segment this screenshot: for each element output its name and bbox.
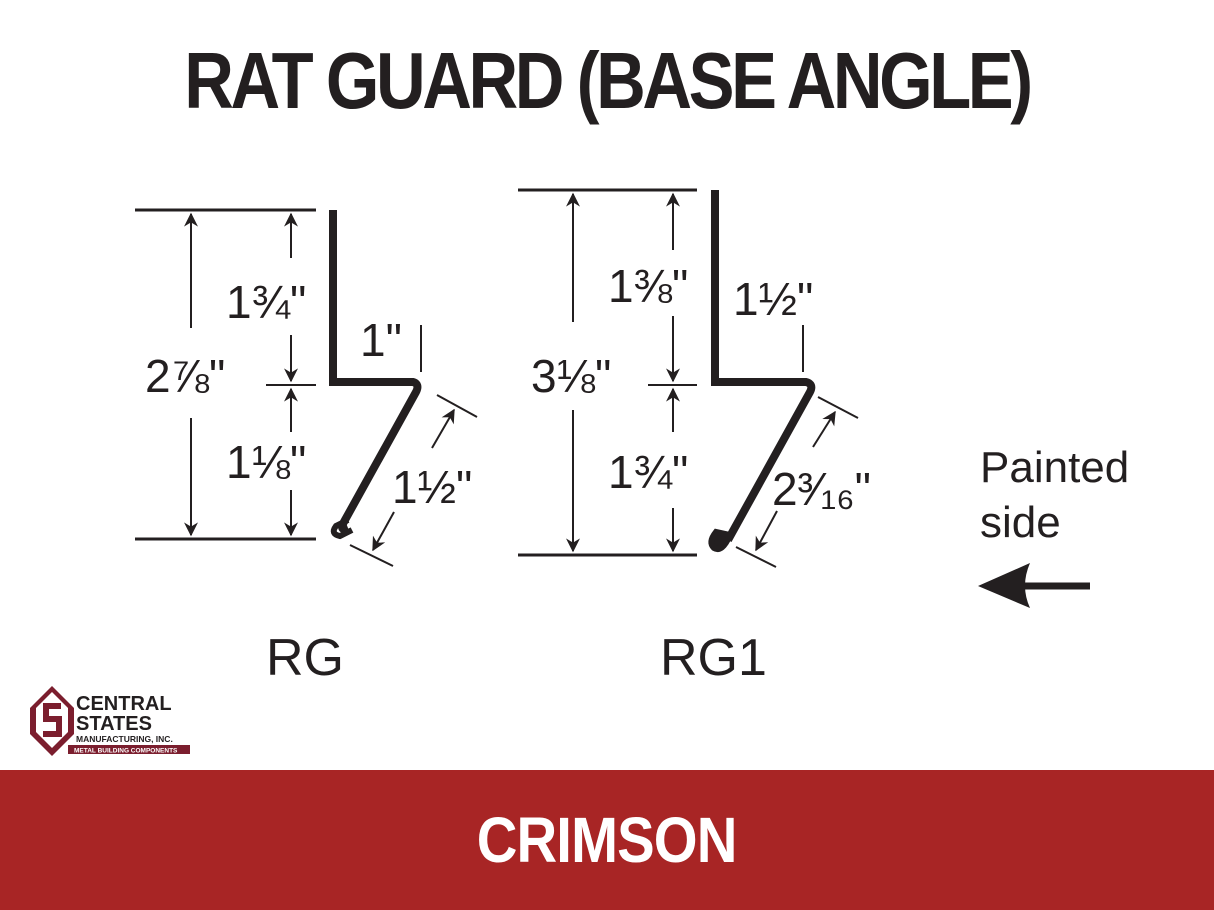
page-title: RAT GUARD (BASE ANGLE) bbox=[184, 36, 1033, 125]
left-arrow-icon bbox=[978, 563, 1090, 608]
svg-text:MANUFACTURING, INC.: MANUFACTURING, INC. bbox=[76, 734, 173, 744]
rg-diagram: 2⅞" 1¾" 1⅛" 1" 1½" RG bbox=[135, 208, 478, 687]
svg-text:STATES: STATES bbox=[76, 713, 152, 735]
rg1-lower-height: 1¾" bbox=[608, 446, 688, 498]
svg-text:CENTRAL: CENTRAL bbox=[76, 693, 172, 715]
rg-overall-height: 2⅞" bbox=[145, 350, 225, 402]
logo-emblem-icon bbox=[30, 686, 74, 756]
rg-lower-height: 1⅛" bbox=[226, 436, 306, 488]
rg1-profile bbox=[711, 190, 816, 542]
rg-profile bbox=[329, 210, 422, 533]
rg1-diagram: 3⅛" 1⅜" 1¾" 1½" 2³⁄₁₆" RG1 bbox=[518, 188, 871, 687]
rg-sloped-leg: 1½" bbox=[392, 461, 472, 513]
painted-side-note: Painted side bbox=[978, 443, 1129, 608]
rg-upper-height: 1¾" bbox=[226, 276, 306, 328]
rg1-upper-height: 1⅜" bbox=[608, 260, 688, 312]
color-name: CRIMSON bbox=[477, 804, 738, 876]
rat-guard-diagrams: 2⅞" 1¾" 1⅛" 1" 1½" RG 3⅛" 1⅜" 1¾" 1½" 2³… bbox=[135, 188, 1129, 687]
svg-text:METAL BUILDING COMPONENTS: METAL BUILDING COMPONENTS bbox=[74, 748, 178, 755]
painted-side-line2: side bbox=[980, 498, 1061, 547]
rg1-overall-height: 3⅛" bbox=[531, 350, 611, 402]
rg1-horizontal-leg: 1½" bbox=[733, 273, 813, 325]
painted-side-line1: Painted bbox=[980, 443, 1129, 492]
rg-label: RG bbox=[266, 629, 344, 687]
rg-horizontal-leg: 1" bbox=[360, 314, 402, 366]
central-states-logo: CENTRAL STATES MANUFACTURING, INC. METAL… bbox=[30, 686, 195, 756]
rg1-label: RG1 bbox=[660, 629, 767, 687]
rg1-sloped-leg: 2³⁄₁₆" bbox=[772, 463, 871, 515]
color-name-banner: CRIMSON bbox=[0, 770, 1214, 910]
